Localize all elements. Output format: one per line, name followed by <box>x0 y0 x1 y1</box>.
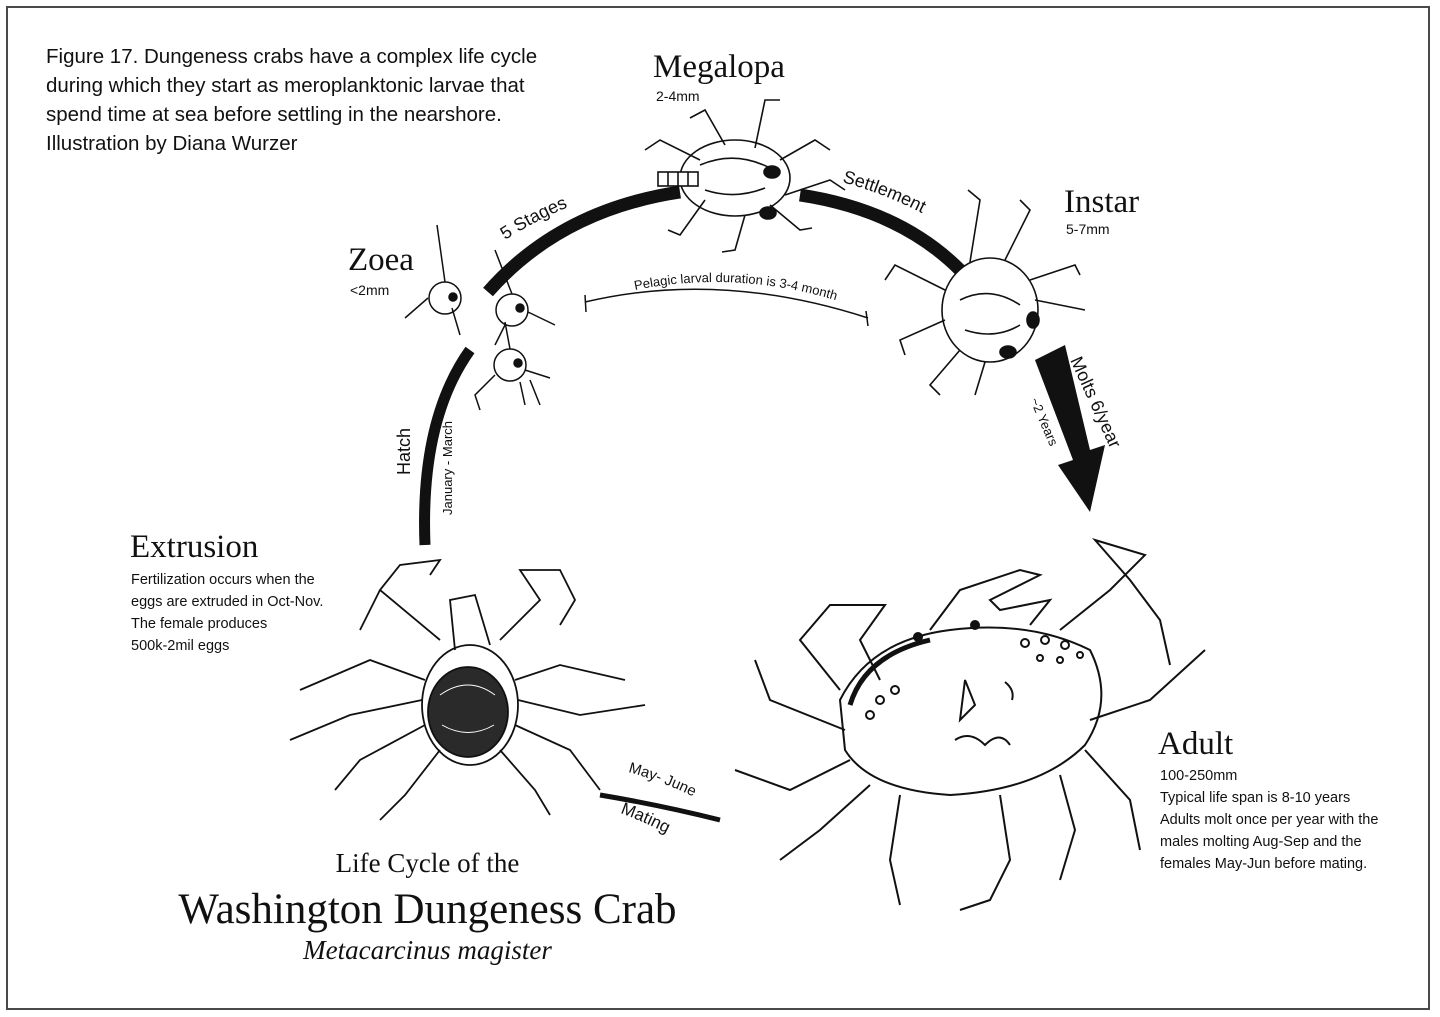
stage-size-instar: 5-7mm <box>1066 221 1110 237</box>
stage-title-zoea: Zoea <box>348 243 414 277</box>
stage-size-megalopa: 2-4mm <box>656 88 700 104</box>
adult-note: females May-Jun before mating. <box>1160 853 1367 875</box>
title-scientific-name: Metacarcinus magister <box>0 935 855 966</box>
adult-note: Adults molt once per year with the <box>1160 809 1378 831</box>
title-line-2: Washington Dungeness Crab <box>0 885 855 934</box>
extrusion-note: 500k-2mil eggs <box>131 635 229 657</box>
stage-title-adult: Adult <box>1158 727 1233 761</box>
label-hatch: Hatch <box>394 428 414 475</box>
extrusion-note: The female produces <box>131 613 267 635</box>
megalopa-illustration <box>645 100 845 252</box>
extrusion-note: Fertilization occurs when the <box>131 569 315 591</box>
title-line-1: Life Cycle of the <box>0 848 855 879</box>
label-may-june: May- June <box>627 759 699 800</box>
adult-note: 100-250mm <box>1160 765 1237 787</box>
adult-note: Typical life span is 8-10 years <box>1160 787 1350 809</box>
label-january-march: January - March <box>440 421 455 515</box>
adult-note: males molting Aug-Sep and the <box>1160 831 1362 853</box>
stage-title-megalopa: Megalopa <box>653 50 785 84</box>
stage-title-instar: Instar <box>1064 185 1139 219</box>
extrusion-note: eggs are extruded in Oct-Nov. <box>131 591 323 613</box>
stage-title-extrusion: Extrusion <box>130 530 258 564</box>
arc-megalopa-to-instar <box>800 195 960 270</box>
stage-size-zoea: <2mm <box>350 282 389 298</box>
extrusion-illustration <box>290 560 645 820</box>
